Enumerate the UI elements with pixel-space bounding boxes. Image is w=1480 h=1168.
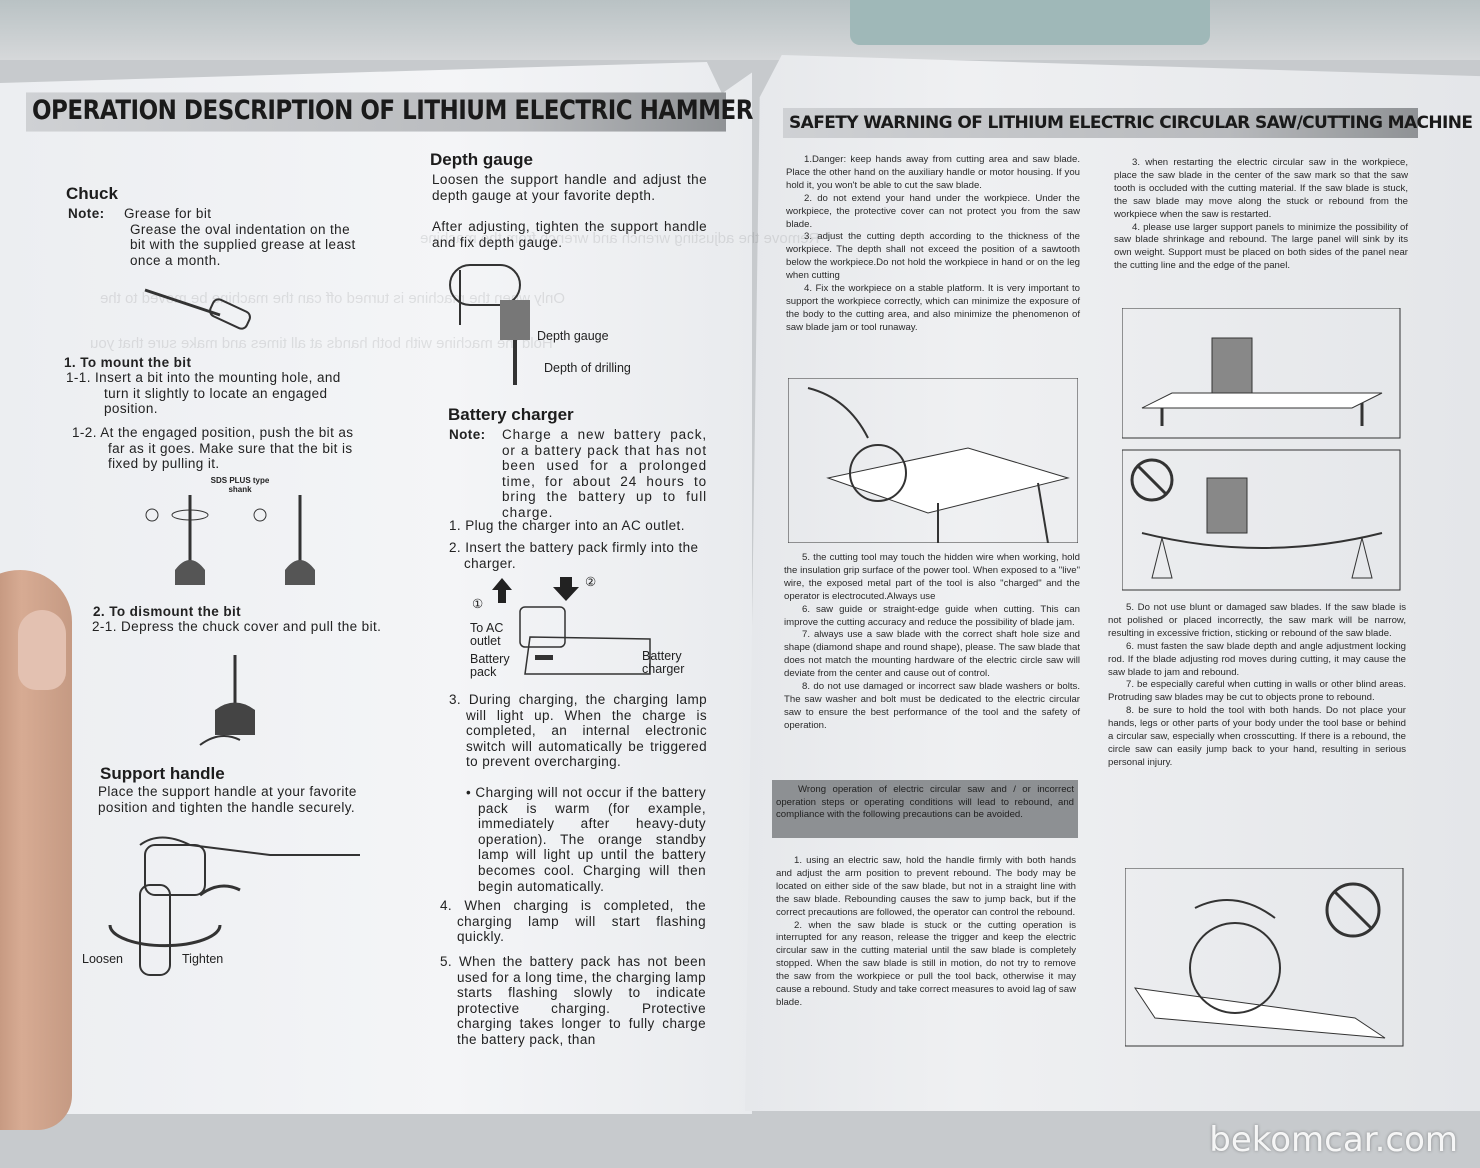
safety-item: 3. adjust the cutting depth according to… [786, 231, 1080, 282]
support-handle-title: Support handle [100, 764, 225, 783]
charger-bullet: • Charging will not occur if the battery… [466, 785, 707, 894]
rebound-item: 4. please use larger support panels to m… [1114, 221, 1408, 272]
battery-charger-title: Battery charger [448, 405, 574, 424]
dismount-bit-title: 2. To dismount the bit [93, 604, 242, 619]
rebound-item: 1. using an electric saw, hold the handl… [776, 855, 1076, 918]
mount-step-2: 1-2. At the engaged position, push the b… [72, 425, 354, 472]
chuck-title: Chuck [66, 184, 118, 203]
greasing-bit-illustration [144, 288, 251, 330]
safety-item: 5. the cutting tool may touch the hidden… [784, 552, 1080, 602]
depth-gauge-text-2: After adjusting, tighten the support han… [432, 219, 707, 250]
col1-bottom-section: 1. using an electric saw, hold the handl… [776, 855, 1076, 1010]
support-handle-text: Place the support handle at your favorit… [98, 784, 357, 815]
battery-charger-label: Battery charger [642, 649, 685, 676]
saw-on-table-illustration [788, 378, 1078, 543]
rebound-item: 8. be sure to hold the tool with both ha… [1108, 705, 1406, 768]
chuck-note-text: Grease the oval indentation on the bit w… [130, 221, 356, 268]
thumbnail [18, 610, 66, 690]
mount-bit-illustration [145, 495, 315, 585]
chuck-note-label: Note: [68, 206, 105, 222]
sds-figure-label: SDS PLUS type shank [210, 476, 270, 494]
safety-item: 1.Danger: keep hands away from cutting a… [786, 154, 1080, 191]
col1-top-section: 1.Danger: keep hands away from cutting a… [786, 154, 1080, 335]
battery-note-label: Note: [449, 427, 486, 442]
rebound-item: 7. be especially careful when cutting in… [1108, 679, 1406, 704]
depth-gauge-illustration [449, 264, 530, 385]
mount-bit-title: 1. To mount the bit [64, 355, 192, 370]
chuck-note-line1: Grease for bit [124, 206, 212, 221]
col2-top-section: 3. when restarting the electric circular… [1114, 157, 1408, 273]
fig-num-2: ② [585, 575, 597, 589]
safety-item: 6. saw guide or straight-edge guide when… [784, 603, 1080, 628]
safety-item: 2. do not extend your hand under the wor… [786, 192, 1080, 230]
to-ac-outlet-label: To AC outlet [470, 621, 504, 648]
safety-item: 7. always use a saw blade with the corre… [784, 629, 1080, 680]
charger-step-1: 1. Plug the charger into an AC outlet. [449, 518, 685, 533]
background-object [850, 0, 1210, 45]
rebound-item: 3. when restarting the electric circular… [1114, 157, 1408, 220]
charger-step-5: 5. When the battery pack has not been us… [440, 954, 706, 1047]
panel-support-illustrations [1122, 308, 1401, 591]
fig-num-1: ① [472, 597, 484, 611]
left-page-header: OPERATION DESCRIPTION OF LITHIUM ELECTRI… [26, 92, 753, 132]
tighten-label: Tighten [182, 952, 224, 966]
warning-text: Wrong operation of electric circular saw… [776, 784, 1074, 820]
right-page-header: SAFETY WARNING OF LITHIUM ELECTRIC CIRCU… [783, 108, 1473, 138]
note-label: Note: [68, 206, 105, 221]
safety-item: 4. Fix the workpiece on a stable platfor… [786, 283, 1080, 333]
rebound-item: 2. when the saw blade is stuck or the cu… [776, 919, 1076, 1008]
depth-gauge-title: Depth gauge [430, 150, 533, 169]
depth-of-drilling-label: Depth of drilling [544, 361, 631, 375]
battery-note-text: Charge a new battery pack, or a battery … [502, 427, 707, 520]
warning-box: Wrong operation of electric circular saw… [772, 780, 1078, 838]
rebound-item: 5. Do not use blunt or damaged saw blade… [1108, 602, 1406, 639]
watermark: bekomcar.com [1209, 1120, 1458, 1160]
col1-mid-section: 5. the cutting tool may touch the hidden… [784, 552, 1080, 733]
battery-pack-label: Battery pack [470, 652, 510, 679]
charger-illustration [492, 577, 651, 675]
safety-item: 8. do not use damaged or incorrect saw b… [784, 681, 1080, 731]
dismount-step-1: 2-1. Depress the chuck cover and pull th… [92, 619, 382, 634]
loosen-label: Loosen [82, 952, 124, 966]
dismount-bit-illustration [199, 655, 255, 746]
col2-mid-section: 5. Do not use blunt or damaged saw blade… [1108, 602, 1406, 770]
rebound-item: 6. must fasten the saw blade depth and a… [1108, 640, 1406, 678]
depth-gauge-label: Depth gauge [537, 329, 609, 343]
charger-step-4: 4. When charging is completed, the charg… [440, 898, 706, 945]
charger-step-3: 3. During charging, the charging lamp wi… [449, 692, 707, 770]
chuck-note: Grease for bit Grease the oval indentati… [124, 206, 364, 268]
crosscutting-illustration [1125, 868, 1404, 1047]
charger-step-2: 2. Insert the battery pack firmly into t… [449, 540, 699, 571]
support-handle-illustration [108, 836, 360, 976]
mount-step-1: 1-1. Insert a bit into the mounting hole… [66, 370, 341, 417]
charger-bullet-text: Charging will not occur if the battery p… [475, 785, 707, 894]
depth-gauge-text-1: Loosen the support handle and adjust the… [432, 172, 707, 203]
background-wall [0, 0, 1480, 60]
